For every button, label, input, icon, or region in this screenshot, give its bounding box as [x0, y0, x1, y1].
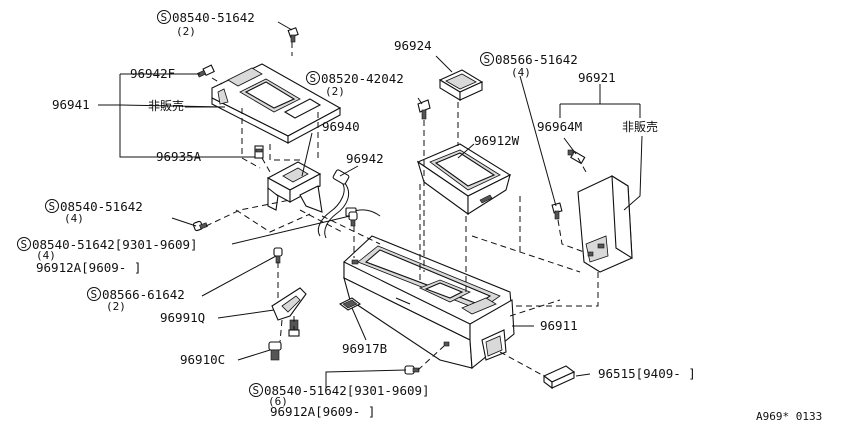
label-96964m: 96964M [537, 119, 582, 134]
label-08540-51642-top: 08540-51642 [172, 10, 255, 25]
label-08540-51642-top-qty: (2) [176, 25, 196, 38]
label-08566-61642: 08566-61642 [102, 287, 185, 302]
label-96917b: 96917B [342, 341, 387, 356]
label-08540-51642-c: 08540-51642[9301-9609] [264, 383, 430, 398]
label-96940: 96940 [322, 119, 360, 134]
screw-08540-51642-mid [192, 220, 208, 232]
label-08520-42042-qty: (2) [325, 85, 345, 98]
reference-code: A969* 0133 [756, 410, 822, 423]
bracket-96991q [271, 287, 307, 337]
screw-08540-51642-c [404, 365, 420, 375]
label-96941: 96941 [52, 97, 90, 112]
label-96912w: 96912W [474, 133, 520, 148]
label-08540-51642-b: 08540-51642[9301-9609] [32, 237, 198, 252]
screw-mark-6: S [91, 288, 98, 301]
label-96942f: 96942F [130, 66, 175, 81]
clip-96964m [567, 149, 586, 165]
upper-finisher-panel [211, 63, 342, 144]
clip-96910c [268, 341, 282, 361]
label-96912a-b: 96912A[9609- ] [270, 404, 375, 419]
label-96921: 96921 [578, 70, 616, 85]
bracket-96940 [266, 161, 323, 213]
screw-08520-42042 [417, 99, 431, 120]
screw-mark-7: S [253, 384, 260, 397]
lid-96515 [542, 365, 576, 390]
leader-lines [98, 21, 643, 388]
screw-symbols [17, 10, 494, 397]
screw-08540-51642-b [348, 211, 358, 227]
screw-mark-2: S [310, 72, 317, 85]
label-96991q: 96991Q [160, 310, 205, 325]
label-08540-51642-mid: 08540-51642 [60, 199, 143, 214]
label-08520-42042: 08520-42042 [321, 71, 404, 86]
label-96515: 96515[9409- ] [598, 366, 696, 381]
label-96911: 96911 [540, 318, 578, 333]
screw-mark-1: S [161, 11, 168, 24]
screw-top [287, 27, 299, 43]
screw-mark-4: S [49, 200, 56, 213]
label-96912a-a: 96912A[9609- ] [36, 260, 141, 275]
label-08540-51642-mid-qty: (4) [64, 212, 84, 225]
label-08540-51642-c-qty: (6) [268, 395, 288, 408]
screw-08566-61642 [273, 247, 283, 264]
tray-96912w [416, 143, 512, 216]
screw-08566-51642 [551, 202, 563, 220]
screw-mark-3: S [484, 53, 491, 66]
label-08540-51642-b-qty: (4) [36, 249, 56, 262]
clip-96942f [197, 64, 215, 78]
label-96924: 96924 [394, 38, 432, 53]
label-08566-61642-qty: (2) [106, 300, 126, 313]
clip-96935a [254, 145, 264, 159]
label-08566-51642-qty: (4) [511, 66, 531, 79]
console-body-96911 [343, 235, 515, 370]
wire-harness-96942 [317, 169, 381, 239]
side-panel-96921 [577, 174, 633, 273]
label-96910c: 96910C [180, 352, 225, 367]
pocket-96924 [438, 69, 484, 101]
label-96935a: 96935A [156, 149, 202, 164]
screw-mark-5: S [21, 238, 28, 251]
assembly-dashed-lines [205, 42, 599, 377]
label-96921-note: 非販売 [622, 119, 658, 134]
label-08566-51642: 08566-51642 [495, 52, 578, 67]
label-96941-note: 非販売 [148, 98, 184, 113]
label-96942: 96942 [346, 151, 384, 166]
pad-96917b [338, 297, 362, 311]
